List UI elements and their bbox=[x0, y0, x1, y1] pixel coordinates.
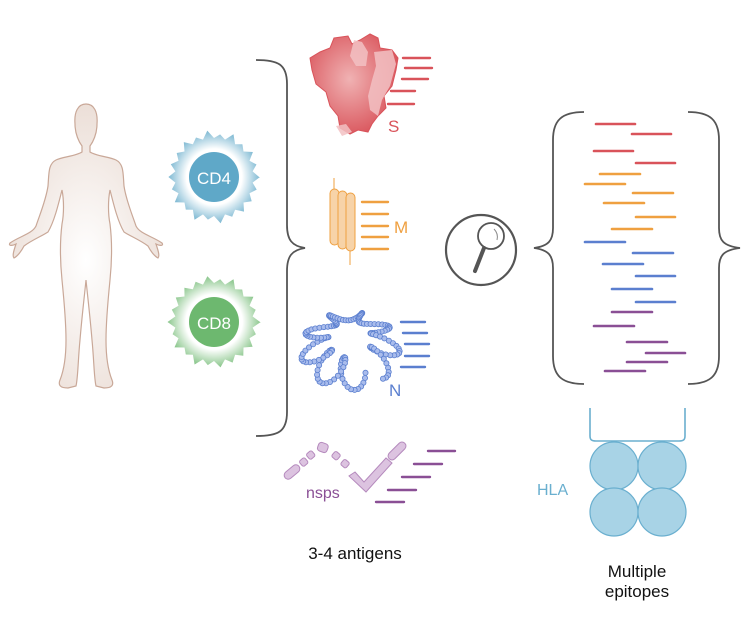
nucleocapsid-bead bbox=[362, 369, 369, 376]
hla-domain bbox=[589, 487, 639, 537]
cd8-label: CD8 bbox=[197, 314, 231, 333]
membrane-protein: M bbox=[329, 178, 408, 265]
hla-label: HLA bbox=[537, 482, 568, 499]
spike-label: S bbox=[388, 117, 399, 136]
membrane-epitope-lines bbox=[360, 200, 390, 251]
epitope-list bbox=[583, 122, 687, 373]
hla-domain bbox=[637, 441, 687, 491]
antigens-caption: 3-4 antigens bbox=[308, 544, 402, 563]
nucleocapsid-bead bbox=[338, 368, 345, 375]
cd8-nucleus bbox=[189, 297, 239, 347]
hla-domain bbox=[637, 487, 687, 537]
nucleocapsid-bead bbox=[374, 348, 381, 355]
antigen-bracket bbox=[255, 59, 306, 437]
nucleocapsid-bead bbox=[334, 372, 341, 379]
hla-molecule: HLA bbox=[537, 408, 687, 537]
epitopes-caption-line2: epitopes bbox=[605, 582, 669, 601]
human-body-icon bbox=[8, 103, 164, 389]
cd8-t-cell: CD8 bbox=[167, 276, 261, 368]
nucleocapsid-epitope-lines bbox=[399, 320, 431, 369]
nucleocapsid-bead bbox=[305, 344, 312, 351]
spike-epitope-lines bbox=[386, 56, 434, 106]
nsps-label: nsps bbox=[306, 485, 340, 502]
hla-binding-groove bbox=[589, 408, 686, 442]
nsps-protein: nsps bbox=[283, 441, 457, 504]
nucleocapsid-label: N bbox=[389, 381, 401, 400]
membrane-label: M bbox=[394, 218, 408, 237]
nucleocapsid-bead bbox=[339, 375, 346, 382]
hla-domain bbox=[589, 441, 639, 491]
cd4-label: CD4 bbox=[197, 169, 231, 188]
nsps-epitope-lines bbox=[374, 449, 457, 504]
spike-protein: S bbox=[309, 33, 434, 136]
nucleocapsid-bead bbox=[377, 351, 384, 358]
nucleocapsid-bead bbox=[314, 367, 321, 374]
magnifying-glass-icon bbox=[444, 213, 518, 287]
nucleocapsid-bead bbox=[310, 341, 317, 348]
epitope-bracket-left bbox=[533, 111, 585, 385]
nucleocapsid-bead bbox=[380, 355, 387, 362]
epitope-bracket-right bbox=[687, 111, 741, 385]
cd4-nucleus bbox=[189, 152, 239, 202]
nucleocapsid-bead bbox=[331, 376, 338, 383]
nucleocapsid-protein: N bbox=[298, 309, 431, 400]
nucleocapsid-bead bbox=[379, 375, 386, 382]
cd4-t-cell: CD4 bbox=[168, 130, 260, 224]
epitopes-caption-line1: Multiple bbox=[608, 562, 667, 581]
